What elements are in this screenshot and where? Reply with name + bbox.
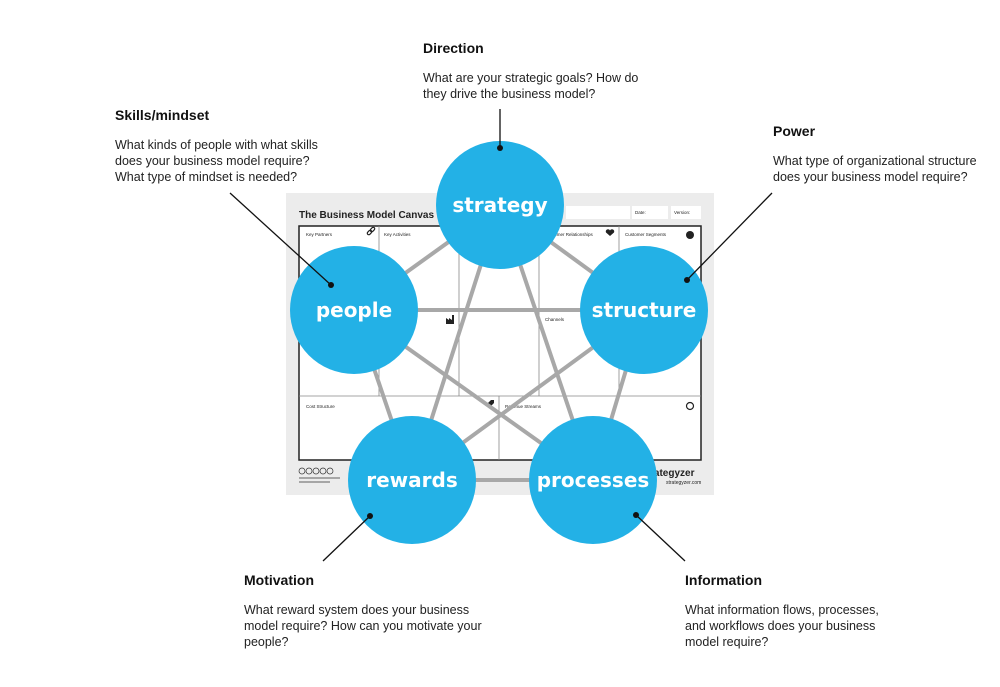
cell-channels: Channels <box>545 317 565 322</box>
label-strategy: strategy <box>452 193 547 217</box>
cell-customer-segments: Customer Segments <box>625 232 667 237</box>
brand-logo: Strategyzer <box>640 468 695 479</box>
circle-processes: processes <box>529 416 657 544</box>
label-processes: processes <box>537 468 650 492</box>
label-rewards: rewards <box>366 468 457 492</box>
annotation-information-text: What information flows, processes, and w… <box>685 603 879 649</box>
canvas-version-label: Version: <box>674 210 690 215</box>
annotation-direction-title: Direction <box>423 40 484 56</box>
cell-key-partners: Key Partners <box>306 232 333 237</box>
label-people: people <box>316 298 392 322</box>
cell-key-activities: Key Activities <box>384 232 411 237</box>
canvas-date-field <box>632 206 668 219</box>
annotation-motivation-title: Motivation <box>244 572 314 588</box>
annotation-power: Power What type of organizational struct… <box>773 123 995 185</box>
leader-skills <box>229 192 332 286</box>
annotation-motivation-text: What reward system does your business mo… <box>244 603 482 649</box>
license-badges <box>298 467 340 483</box>
annotation-motivation: Motivation What reward system does your … <box>244 572 494 650</box>
circle-structure: structure <box>580 246 708 374</box>
factory-icon <box>446 315 454 324</box>
label-structure: structure <box>592 298 697 322</box>
canvas-title: The Business Model Canvas <box>299 210 434 221</box>
canvas-date-label: Date: <box>635 210 646 215</box>
cell-revenue-streams: Revenue Streams <box>505 404 542 409</box>
brand-url: strategyzer.com <box>666 480 701 486</box>
annotation-direction: Direction What are your strategic goals?… <box>423 40 683 102</box>
annotation-skills: Skills/mindset What kinds of people with… <box>115 107 355 185</box>
circle-rewards: rewards <box>348 416 476 544</box>
person-icon <box>686 231 694 239</box>
link-icon <box>366 226 376 236</box>
leader-lines <box>229 109 773 562</box>
annotation-power-title: Power <box>773 123 816 139</box>
leader-motivation <box>322 515 371 562</box>
annotation-information-title: Information <box>685 572 762 588</box>
cell-customer-relationships: Customer Relationships <box>545 232 594 237</box>
canvas-field-blank <box>566 206 630 219</box>
annotation-direction-text: What are your strategic goals? How do th… <box>423 71 639 101</box>
circle-people: people <box>290 246 418 374</box>
moneybag-icon <box>685 401 695 411</box>
leader-power <box>686 192 773 281</box>
heart-icon <box>605 229 615 236</box>
annotation-power-text: What type of organizational structure do… <box>773 154 977 184</box>
annotation-information: Information What information flows, proc… <box>685 572 905 650</box>
annotation-skills-title: Skills/mindset <box>115 107 210 123</box>
canvas-version-field <box>671 206 701 219</box>
circle-strategy: strategy <box>436 141 564 269</box>
leader-information <box>635 514 686 562</box>
cell-cost-structure: Cost Structure <box>306 404 335 409</box>
annotation-skills-text: What kinds of people with what skills do… <box>115 138 318 184</box>
